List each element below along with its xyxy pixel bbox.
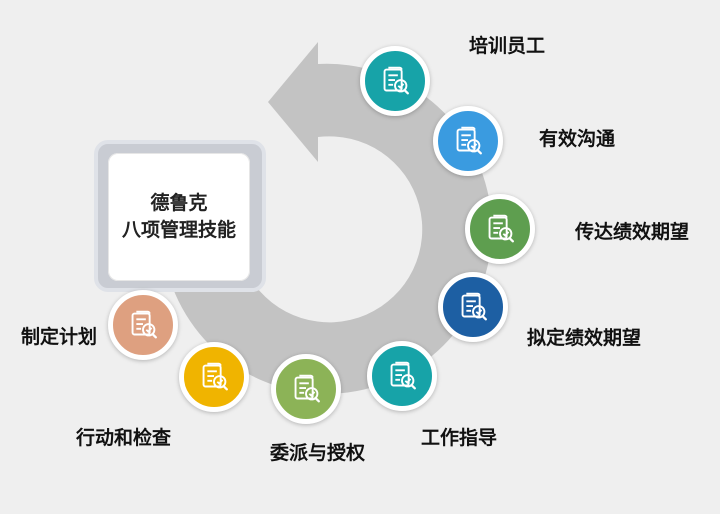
document-check-icon: [488, 214, 514, 243]
step-label-5: 工作指导: [421, 427, 498, 449]
document-check-icon: [202, 362, 228, 391]
step-node-4: [438, 272, 508, 342]
document-check-icon: [383, 66, 409, 95]
document-check-icon: [131, 310, 157, 339]
document-check-icon: [390, 361, 416, 390]
step-node-6: [271, 354, 341, 424]
center-box: 德鲁克 八项管理技能: [108, 153, 250, 281]
step-label-2: 有效沟通: [539, 128, 616, 150]
document-check-icon: [461, 292, 487, 321]
center-title-line2: 八项管理技能: [121, 219, 236, 241]
step-label-3: 传达绩效期望: [575, 221, 690, 243]
step-node-7: [179, 342, 249, 412]
step-label-6: 委派与授权: [270, 442, 366, 464]
step-node-3: [465, 194, 535, 264]
document-check-icon: [456, 126, 482, 155]
step-node-1: [360, 46, 430, 116]
step-label-1: 培训员工: [469, 35, 546, 57]
step-label-4: 拟定绩效期望: [527, 327, 642, 349]
step-node-2: [433, 106, 503, 176]
step-node-5: [367, 341, 437, 411]
center-title-line1: 德鲁克: [150, 192, 208, 214]
step-label-8: 制定计划: [21, 326, 98, 348]
cycle-arrow-body: [170, 42, 492, 394]
step-label-7: 行动和检查: [76, 427, 172, 449]
document-check-icon: [294, 374, 320, 403]
step-node-8: [108, 290, 178, 360]
